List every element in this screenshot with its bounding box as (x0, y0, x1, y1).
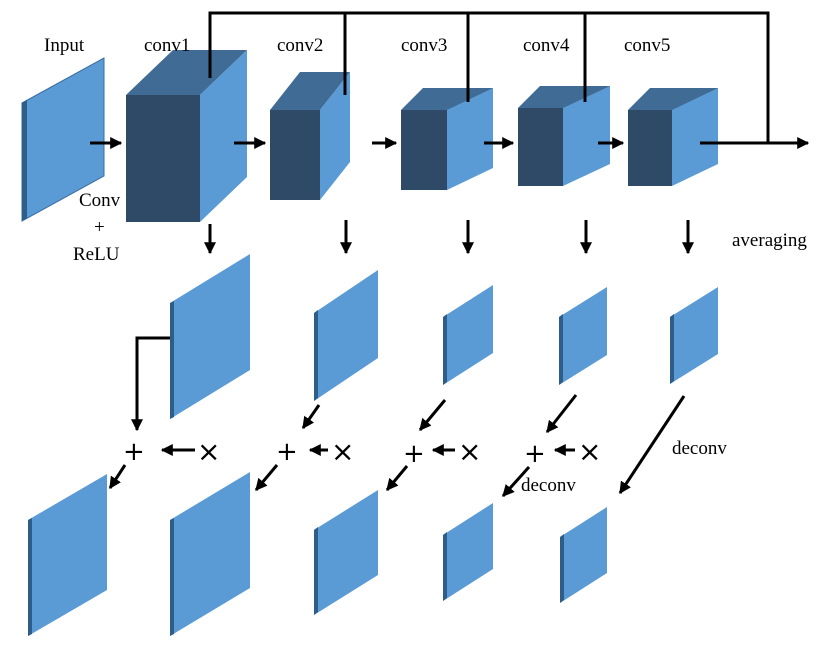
skip-connections (208, 11, 770, 143)
output-map-2 (170, 472, 250, 636)
multiply-icon: × (331, 435, 354, 468)
multiply-icon: × (197, 435, 220, 468)
conv5-label: conv5 (624, 35, 670, 56)
conv-relu-label-line3: ReLU (73, 244, 120, 265)
plus-icon: + (123, 437, 145, 467)
conv2-label: conv2 (277, 35, 323, 56)
conv-relu-label-line2: + (94, 217, 105, 238)
input-label: Input (44, 35, 85, 56)
mid-map-2 (314, 270, 378, 401)
conv4-block (518, 86, 610, 186)
input-feature-map (21, 57, 105, 222)
averaging-label: averaging (732, 230, 807, 251)
multiply-icon: × (458, 435, 481, 468)
output-map-3 (314, 490, 378, 615)
averaging-arrows (204, 220, 694, 255)
plus-icon: + (403, 439, 425, 469)
plus-icon: + (276, 437, 298, 467)
mid-map-4 (559, 287, 607, 385)
conv-relu-label-line1: Conv (79, 190, 121, 211)
plus-icon: + (524, 439, 546, 469)
conv5-block (628, 88, 718, 186)
multiply-icon: × (578, 435, 601, 468)
conv1-block (126, 50, 247, 222)
fusion-arrows (108, 336, 686, 498)
deconv-label-right: deconv (672, 438, 727, 459)
output-map-5 (560, 507, 607, 603)
conv4-label: conv4 (523, 35, 570, 56)
conv3-block (401, 88, 493, 190)
mid-map-1 (170, 254, 250, 419)
mid-map-3 (443, 285, 493, 385)
conv3-label: conv3 (401, 35, 447, 56)
deconv-label-middle: deconv (521, 475, 576, 496)
conv2-block (270, 72, 350, 200)
mid-map-5 (670, 287, 718, 384)
output-map-4 (443, 503, 493, 601)
conv1-label: conv1 (144, 35, 190, 56)
output-map-1 (28, 474, 107, 636)
